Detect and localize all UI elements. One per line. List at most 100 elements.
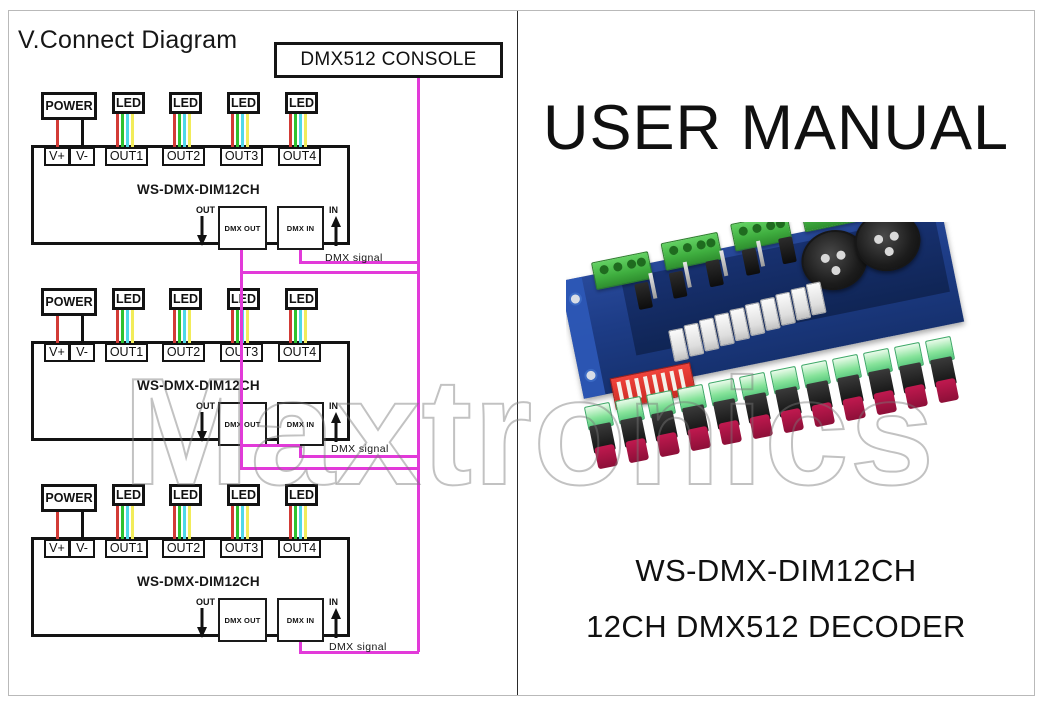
controller-2-led-4-wire-cyan <box>299 310 302 343</box>
controller-1-out-tag: OUT <box>196 205 215 215</box>
controller-2-led-2-box: LED <box>169 288 202 310</box>
controller-3-output-3: OUT3 <box>220 539 263 558</box>
controller-2-in-arrow-icon <box>331 412 341 442</box>
controller-3-led-2-wire-red <box>173 506 176 539</box>
controller-3-power-box: POWER <box>41 484 97 512</box>
controller-1-led-4-wire-red <box>289 114 292 147</box>
controller-3-led-2-box: LED <box>169 484 202 506</box>
controller-3-vplus-wire <box>56 512 59 539</box>
controller-3-led-3-box: LED <box>227 484 260 506</box>
potentiometer <box>738 371 775 440</box>
controller-1-output-2: OUT2 <box>162 147 205 166</box>
dmx512-console-box: DMX512 CONSOLE <box>274 42 503 78</box>
controller-1-led-4-wire-cyan <box>299 114 302 147</box>
controller-2-terminal-vplus: V+ <box>44 343 70 362</box>
potentiometer <box>800 359 837 428</box>
controller-2-power-box: POWER <box>41 288 97 316</box>
controller-2-dmxin-feed-vert <box>240 271 243 446</box>
potentiometer <box>583 401 620 470</box>
controller-1-led-2-wire-green <box>178 114 181 147</box>
controller-2-dmxin-wire-vert <box>299 446 302 458</box>
controller-1-dmxin-wire-horz <box>299 261 419 264</box>
potentiometer <box>831 353 868 422</box>
controller-3-in-arrow-icon <box>331 608 341 638</box>
controller-1-led-1-wire-red <box>116 114 119 147</box>
controller-2-led-3-wire-red <box>231 310 234 343</box>
controller-2-led-3-box: LED <box>227 288 260 310</box>
controller-1-led-2-wire-red <box>173 114 176 147</box>
controller-1-led-3-box: LED <box>227 92 260 114</box>
controller-3-terminal-vminus: V- <box>69 539 95 558</box>
controller-1-vplus-wire <box>56 120 59 147</box>
controller-2-led-1-wire-green <box>121 310 124 343</box>
controller-2-led-3-wire-yellow <box>246 310 249 343</box>
controller-3-vminus-wire <box>81 512 84 539</box>
controller-3-led-1-wire-yellow <box>131 506 134 539</box>
controller-1-dmxout-wire-vert <box>240 250 243 274</box>
controller-1-led-1-wire-yellow <box>131 114 134 147</box>
power-label: POWER <box>45 98 93 113</box>
controller-1-in-tag: IN <box>329 205 338 215</box>
controller-2-led-2-wire-cyan <box>183 310 186 343</box>
controller-1-led-1-wire-green <box>121 114 124 147</box>
controller-3-led-2-wire-green <box>178 506 181 539</box>
controller-1-out-arrow-icon <box>197 216 207 246</box>
controller-3-led-1-box: LED <box>112 484 145 506</box>
controller-3-out-tag: OUT <box>196 597 215 607</box>
controller-2-out-tag: OUT <box>196 401 215 411</box>
controller-3-led-4-wire-cyan <box>299 506 302 539</box>
controller-2-model-label: WS-DMX-DIM12CH <box>137 378 260 393</box>
potentiometer <box>862 347 899 416</box>
controller-1-dmxout-wire-horz <box>240 271 420 274</box>
product-model-name: WS-DMX-DIM12CH <box>635 553 917 588</box>
controller-3-led-3-wire-red <box>231 506 234 539</box>
controller-2-dmxout-wire-vert <box>240 446 243 470</box>
potentiometer <box>924 335 961 404</box>
controller-3-led-1-wire-green <box>121 506 124 539</box>
controller-1-led-2-wire-yellow <box>188 114 191 147</box>
controller-1-output-3: OUT3 <box>220 147 263 166</box>
console-dmx-wire <box>417 78 420 262</box>
controller-2-led-2-wire-yellow <box>188 310 191 343</box>
controller-3-led-2-wire-cyan <box>183 506 186 539</box>
controller-3-led-2-wire-yellow <box>188 506 191 539</box>
controller-1-vminus-wire <box>81 120 84 147</box>
controller-3-led-1-wire-cyan <box>126 506 129 539</box>
controller-2-led-4-wire-red <box>289 310 292 343</box>
potentiometer <box>769 365 806 434</box>
controller-1-led-2-box: LED <box>169 92 202 114</box>
trunk-wire-segment-1 <box>417 261 420 467</box>
controller-2-led-1-wire-cyan <box>126 310 129 343</box>
controller-2-led-2-wire-green <box>178 310 181 343</box>
controller-1-led-4-wire-green <box>294 114 297 147</box>
controller-3-dmxin-wire-horz <box>299 651 419 654</box>
controller-2-led-2-wire-red <box>173 310 176 343</box>
controller-2-led-3-wire-green <box>236 310 239 343</box>
controller-3-output-4: OUT4 <box>278 539 321 558</box>
controller-1-terminal-vplus: V+ <box>44 147 70 166</box>
controller-3-led-4-wire-red <box>289 506 292 539</box>
controller-1-power-box: POWER <box>41 92 97 120</box>
potentiometer <box>614 395 651 464</box>
controller-2-output-4: OUT4 <box>278 343 321 362</box>
potentiometer <box>707 377 744 446</box>
controller-1-led-1-wire-cyan <box>126 114 129 147</box>
controller-1-led-4-box: LED <box>285 92 318 114</box>
controller-2-led-4-wire-yellow <box>304 310 307 343</box>
controller-3-led-4-box: LED <box>285 484 318 506</box>
controller-3-led-1-wire-red <box>116 506 119 539</box>
page-border <box>8 10 1035 696</box>
controller-3-led-3-wire-cyan <box>241 506 244 539</box>
controller-3-output-1: OUT1 <box>105 539 148 558</box>
potentiometer <box>893 341 930 410</box>
controller-1-in-arrow-icon <box>331 216 341 246</box>
product-photo <box>566 222 1006 522</box>
controller-3-dmxin-wire-vert <box>299 642 302 654</box>
controller-2-output-2: OUT2 <box>162 343 205 362</box>
controller-3-terminal-vplus: V+ <box>44 539 70 558</box>
page-title: USER MANUAL <box>542 93 1010 163</box>
controller-3-led-3-wire-green <box>236 506 239 539</box>
controller-1-led-3-wire-cyan <box>241 114 244 147</box>
controller-1-model-label: WS-DMX-DIM12CH <box>137 182 260 197</box>
